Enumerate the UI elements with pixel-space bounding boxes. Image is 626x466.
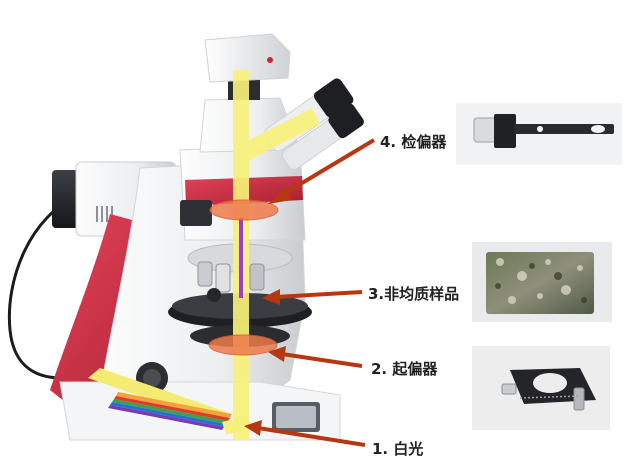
label-white-light: 1. 白光: [372, 440, 424, 458]
power-cable: [7, 193, 81, 380]
label-analyzer: 4. 检偏器: [380, 133, 447, 151]
stage-clip-knob: [207, 288, 221, 302]
spectrum-band: [88, 368, 252, 434]
analyzer-slider-photo: [456, 103, 622, 165]
polarizer-ellipse: [208, 334, 278, 356]
display-screen: [276, 406, 316, 428]
light-beam-eyepiece: [249, 108, 320, 160]
label-sample: 3.非均质样品: [368, 285, 460, 303]
polarized-beam: [239, 218, 243, 298]
rock-thin-section-photo: [472, 242, 612, 322]
vent-grille: [96, 206, 113, 222]
arrow-polarizer: [268, 346, 363, 368]
rotating-polarizer-photo: [472, 346, 610, 430]
objective-lenses: [197, 261, 265, 293]
analyzer-ellipse: [209, 199, 279, 221]
fine-focus-knob: [143, 369, 161, 387]
camera-body: [204, 33, 291, 83]
camera-logo: [267, 57, 273, 63]
label-polarizer: 2. 起偏器: [371, 360, 438, 378]
arrow-white-light: [244, 420, 366, 447]
arrow-sample: [262, 289, 363, 305]
analyzer-port: [180, 200, 212, 226]
arrow-analyzer: [268, 138, 376, 204]
